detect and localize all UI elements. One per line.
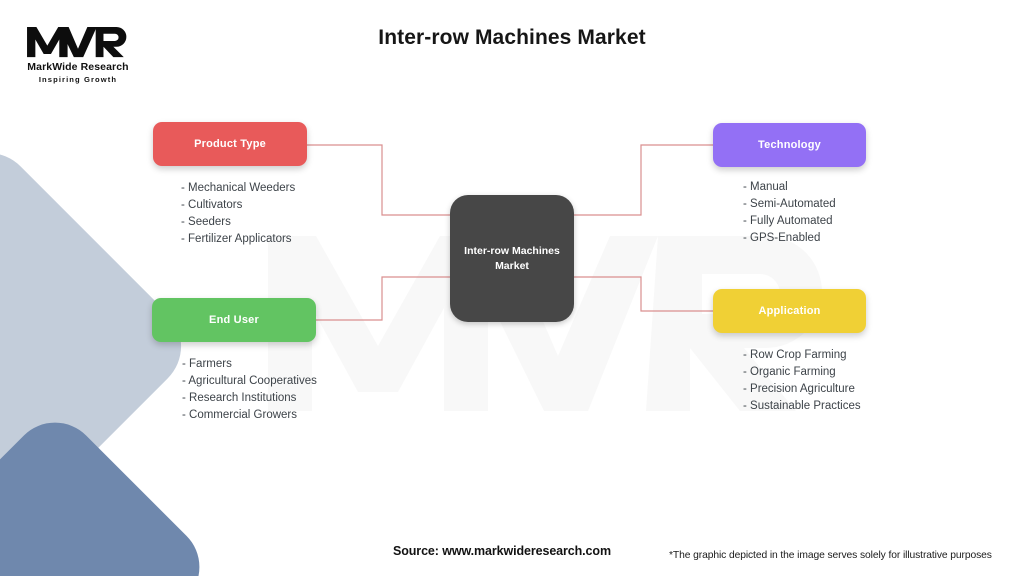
center-hub-label: Inter-row Machines Market xyxy=(464,245,560,272)
list-item: - GPS-Enabled xyxy=(743,232,821,245)
list-item: - Sustainable Practices xyxy=(743,400,861,413)
list-item: - Organic Farming xyxy=(743,366,836,379)
category-technology: Technology - Manual - Semi-Automated - F… xyxy=(713,123,866,247)
list-item: - Agricultural Cooperatives xyxy=(182,375,317,388)
category-list-product-type: - Mechanical Weeders - Cultivators - See… xyxy=(181,180,307,248)
list-item: - Mechanical Weeders xyxy=(181,182,296,194)
list-item: - Commercial Growers xyxy=(182,409,298,422)
source-label: Source: www.markwideresearch.com xyxy=(393,544,611,558)
list-item: - Cultivators xyxy=(181,199,243,212)
center-hub: Inter-row Machines Market xyxy=(450,195,574,322)
brand-name: MarkWide Research xyxy=(27,61,129,73)
category-product-type: Product Type - Mechanical Weeders - Cult… xyxy=(153,122,307,248)
category-list-technology: - Manual - Semi-Automated - Fully Automa… xyxy=(743,179,866,247)
list-item: - Manual xyxy=(743,181,788,193)
category-list-end-user: - Farmers - Agricultural Cooperatives - … xyxy=(182,356,317,424)
category-list-application: - Row Crop Farming - Organic Farming - P… xyxy=(743,347,866,415)
brand-tagline: Inspiring Growth xyxy=(38,75,118,84)
disclaimer-text: *The graphic depicted in the image serve… xyxy=(669,550,992,561)
list-item: - Farmers xyxy=(182,358,232,370)
category-application: Application - Row Crop Farming - Organic… xyxy=(713,289,866,415)
category-header-application[interactable]: Application xyxy=(713,289,866,333)
list-item: - Fertilizer Applicators xyxy=(181,233,292,246)
category-title-technology: Technology xyxy=(758,139,821,151)
category-header-technology[interactable]: Technology xyxy=(713,123,866,167)
category-header-product-type[interactable]: Product Type xyxy=(153,122,307,166)
list-item: - Research Institutions xyxy=(182,392,297,405)
category-title-end-user: End User xyxy=(209,314,259,326)
brand-logo: MarkWide Research Inspiring Growth xyxy=(16,22,140,84)
list-item: - Precision Agriculture xyxy=(743,383,855,396)
mwr-logo-icon xyxy=(27,26,127,58)
list-item: - Fully Automated xyxy=(743,215,833,228)
category-title-application: Application xyxy=(758,305,821,317)
list-item: - Semi-Automated xyxy=(743,198,836,211)
page-title: Inter-row Machines Market xyxy=(378,26,646,49)
category-title-product-type: Product Type xyxy=(194,138,266,150)
category-header-end-user[interactable]: End User xyxy=(152,298,316,342)
list-item: - Seeders xyxy=(181,216,231,229)
category-end-user: End User - Farmers - Agricultural Cooper… xyxy=(152,298,317,424)
list-item: - Row Crop Farming xyxy=(743,349,847,361)
